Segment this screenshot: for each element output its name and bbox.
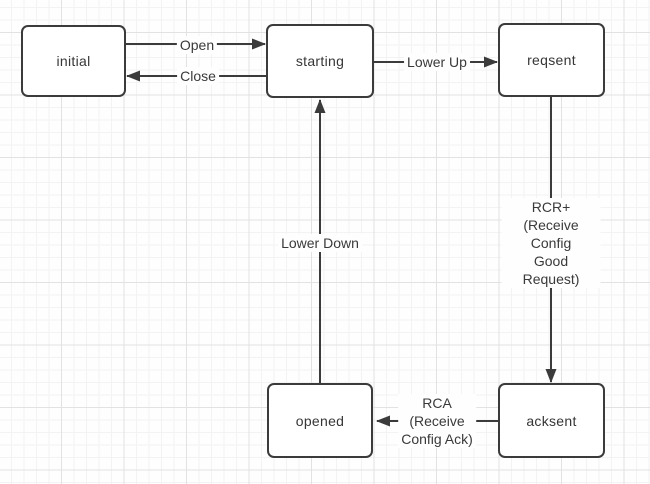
state-node-opened[interactable]: opened — [267, 383, 373, 458]
state-node-reqsent[interactable]: reqsent — [498, 23, 605, 97]
transition-label-rcr-plus[interactable]: RCR+ (Receive Config Good Request) — [501, 198, 601, 288]
state-node-acksent[interactable]: acksent — [498, 383, 605, 458]
transition-label-lower-up[interactable]: Lower Up — [404, 53, 470, 71]
state-node-starting[interactable]: starting — [266, 24, 374, 98]
transition-label-open[interactable]: Open — [176, 36, 218, 54]
transition-label-close[interactable]: Close — [177, 67, 219, 85]
state-node-initial[interactable]: initial — [21, 25, 126, 97]
transition-label-rca[interactable]: RCA (Receive Config Ack) — [398, 394, 476, 448]
transition-label-lower-down[interactable]: Lower Down — [278, 234, 362, 252]
